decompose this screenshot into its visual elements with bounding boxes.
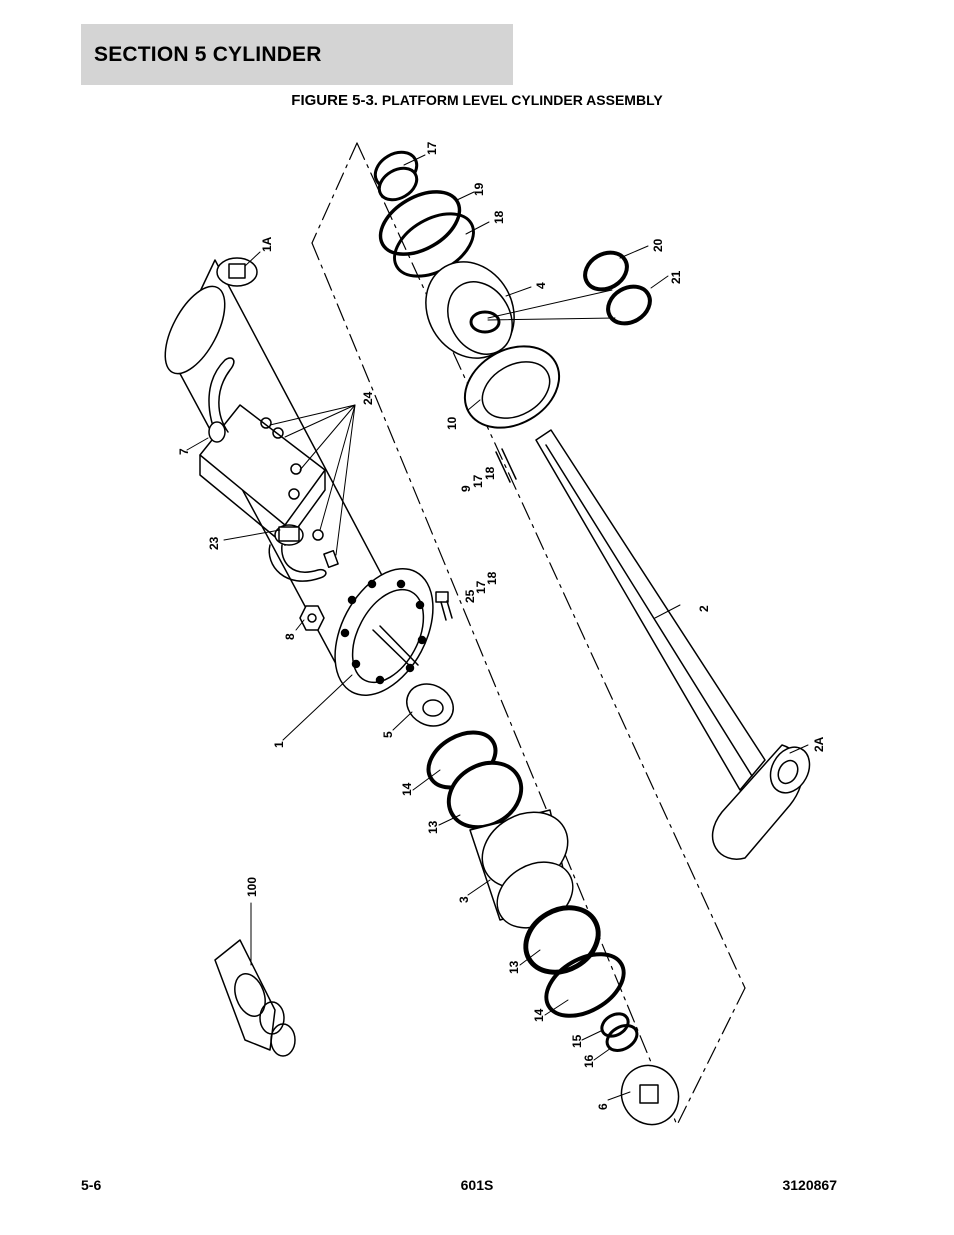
callout-18b: 18 bbox=[483, 466, 497, 480]
callout-1A: 1A bbox=[260, 236, 274, 252]
callout-21: 21 bbox=[669, 270, 683, 284]
section-header: SECTION 5 CYLINDER bbox=[81, 24, 513, 85]
callout-8: 8 bbox=[283, 633, 297, 640]
callout-4: 4 bbox=[534, 282, 548, 289]
footer-page-number: 5-6 bbox=[81, 1177, 102, 1193]
callout-2A: 2A bbox=[812, 736, 826, 752]
callout-7: 7 bbox=[177, 448, 191, 455]
kit-boundary bbox=[311, 142, 746, 1126]
callout-24: 24 bbox=[361, 391, 375, 405]
callout-23: 23 bbox=[207, 536, 221, 550]
callout-19: 19 bbox=[472, 182, 486, 196]
callout-25: 25 bbox=[463, 589, 477, 603]
bolt-25 bbox=[435, 591, 453, 621]
callout-labels: 17 19 18 1A 20 21 4 24 10 7 9 17 18 23 2… bbox=[177, 141, 826, 1110]
callout-13b: 13 bbox=[507, 960, 521, 974]
callout-2: 2 bbox=[697, 605, 711, 612]
footer-model: 601S bbox=[460, 1177, 494, 1193]
callout-14b: 14 bbox=[532, 1008, 546, 1022]
callout-5: 5 bbox=[381, 731, 395, 738]
figure-number: FIGURE 5-3. bbox=[291, 92, 378, 109]
callout-18: 18 bbox=[492, 210, 506, 224]
callout-14: 14 bbox=[400, 782, 414, 796]
upper-seal-stack bbox=[373, 150, 652, 483]
callout-17: 17 bbox=[425, 141, 439, 155]
section-title: SECTION 5 CYLINDER bbox=[94, 42, 322, 66]
callout-15: 15 bbox=[570, 1034, 584, 1048]
callout-1: 1 bbox=[272, 741, 286, 748]
figure-caption: FIGURE 5-3. PLATFORM LEVEL CYLINDER ASSE… bbox=[0, 92, 954, 109]
footer-doc-number: 3120867 bbox=[782, 1177, 837, 1193]
callout-20: 20 bbox=[651, 238, 665, 252]
callout-18c: 18 bbox=[485, 571, 499, 585]
callout-100: 100 bbox=[245, 877, 259, 897]
callout-6: 6 bbox=[596, 1103, 610, 1110]
seal-kit-bag bbox=[214, 939, 296, 1057]
callout-17b: 17 bbox=[471, 474, 485, 488]
piston-stack bbox=[406, 683, 680, 1126]
callout-10: 10 bbox=[445, 416, 459, 430]
figure-title: PLATFORM LEVEL CYLINDER ASSEMBLY bbox=[381, 92, 663, 108]
callout-3: 3 bbox=[457, 896, 471, 903]
callout-16: 16 bbox=[582, 1054, 596, 1068]
valve-block bbox=[199, 357, 327, 582]
leader-lines bbox=[186, 154, 809, 1101]
callout-17c: 17 bbox=[474, 580, 488, 594]
callout-13: 13 bbox=[426, 820, 440, 834]
callout-9: 9 bbox=[459, 485, 473, 492]
rod-part bbox=[535, 429, 811, 860]
